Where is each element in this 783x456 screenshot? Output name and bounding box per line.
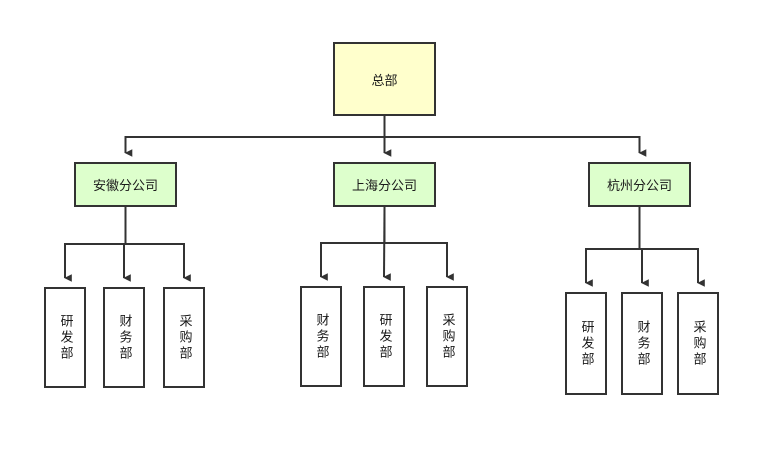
node-leaf-hangzhou-1[interactable]: 财务部: [621, 292, 663, 395]
node-leaf-anhui-1[interactable]: 财务部: [103, 287, 145, 388]
node-label: 研发部: [57, 313, 73, 362]
node-label: 采购部: [176, 313, 192, 362]
node-label: 财务部: [634, 319, 650, 368]
node-label: 研发部: [578, 319, 594, 368]
node-leaf-shanghai-1[interactable]: 研发部: [363, 286, 405, 387]
node-leaf-hangzhou-0[interactable]: 研发部: [565, 292, 607, 395]
node-root-headquarters[interactable]: 总部: [333, 42, 436, 116]
node-label: 研发部: [376, 312, 392, 361]
node-leaf-shanghai-0[interactable]: 财务部: [300, 286, 342, 387]
node-label: 杭州分公司: [606, 179, 672, 194]
node-leaf-hangzhou-2[interactable]: 采购部: [677, 292, 719, 395]
node-label: 安徽分公司: [92, 179, 158, 194]
node-label: 采购部: [690, 319, 706, 368]
node-leaf-anhui-2[interactable]: 采购部: [163, 287, 205, 388]
node-branch-hangzhou[interactable]: 杭州分公司: [588, 162, 691, 207]
node-label: 上海分公司: [351, 179, 417, 194]
node-leaf-shanghai-2[interactable]: 采购部: [426, 286, 468, 387]
node-branch-shanghai[interactable]: 上海分公司: [333, 162, 436, 207]
node-leaf-anhui-0[interactable]: 研发部: [44, 287, 86, 388]
node-label: 总部: [371, 73, 398, 89]
node-branch-anhui[interactable]: 安徽分公司: [74, 162, 177, 207]
node-label: 财务部: [116, 313, 132, 362]
node-label: 财务部: [313, 312, 329, 361]
node-label: 采购部: [439, 312, 455, 361]
